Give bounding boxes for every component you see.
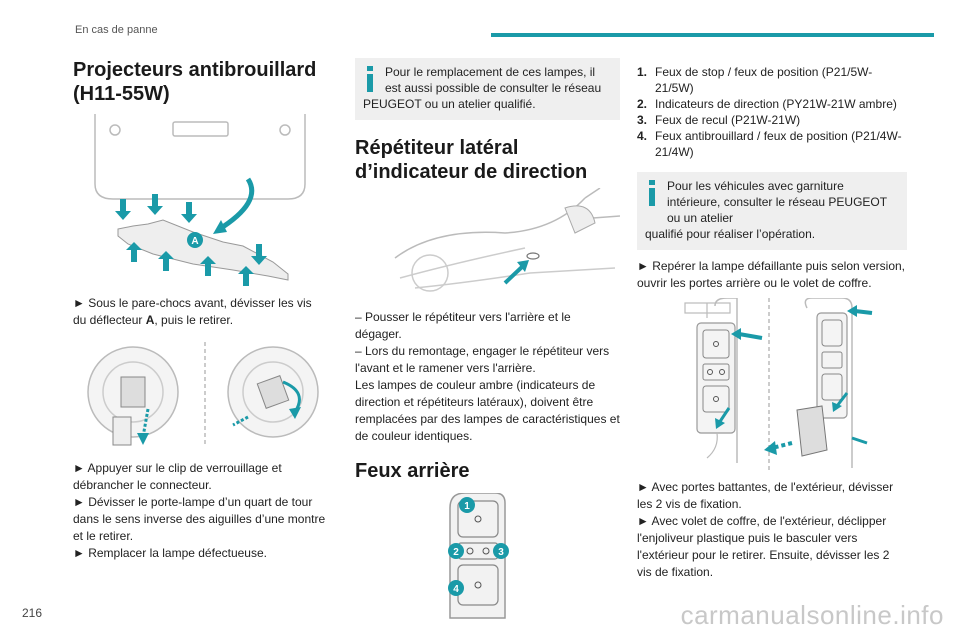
paragraph-unscrew-holder: ► Dévisser le porte-lampe d’un quart de … (73, 495, 326, 543)
fog-lamp-deflector-illustration: A (94, 114, 306, 286)
paragraph-refit-repeater: – Lors du remontage, engager le répétite… (355, 344, 610, 375)
paragraph-disconnect: ► Appuyer sur le clip de verrouillage et… (73, 461, 282, 492)
info-note-text-2: PEUGEOT ou un atelier qualifié. (363, 97, 536, 111)
info-note-text-2: qualifié pour réaliser l’opération. (645, 227, 816, 241)
info-icon (367, 66, 373, 92)
column-1: Projecteurs antibrouillard (H11-55W) A ►… (73, 58, 328, 562)
info-note-network: Pour le remplacement de ces lampes, il e… (355, 58, 620, 120)
page-number: 216 (22, 606, 43, 620)
paragraph-push-repeater: – Pousser le répétiteur vers l'arrière e… (355, 310, 571, 341)
info-note-interior-trim: Pour les véhicules avec garniture intéri… (637, 172, 907, 250)
paragraph-tailgate: ► Avec volet de coffre, de l'extérieur, … (637, 514, 890, 579)
rear-lamp-list: 1.Feux de stop / feux de position (P21/5… (637, 64, 907, 160)
svg-text:4: 4 (453, 584, 459, 595)
info-icon (649, 180, 655, 206)
list-item: 4.Feux antibrouillard / feux de position… (637, 129, 902, 159)
rear-lamp-cluster-illustration: 1 2 3 4 (448, 493, 509, 619)
list-item: 3.Feux de recul (P21W-21W) (637, 113, 801, 127)
rear-lamp-badge-1: 1 (459, 497, 475, 513)
svg-text:1: 1 (464, 501, 470, 512)
side-repeater-illustration (394, 188, 620, 292)
info-note-text-1: Pour les véhicules avec garniture intéri… (667, 179, 887, 225)
deflector-label-a: A (191, 236, 198, 247)
rear-lamp-badge-4: 4 (448, 580, 464, 596)
heading-rear-lamps: Feux arrière (355, 460, 470, 482)
fog-lamp-connector-illustration (87, 342, 319, 447)
header-accent-bar (491, 33, 934, 37)
header-title: En cas de panne (75, 24, 158, 36)
paragraph-locate-lamp: ► Repérer la lampe défaillante puis selo… (637, 259, 906, 290)
watermark-logo: carmanualsonline.info (680, 600, 944, 630)
heading-side-repeater: Répétiteur latéral d’indicateur de direc… (355, 137, 588, 183)
paragraph-amber-lamps: Les lampes de couleur ambre (indicateurs… (355, 378, 620, 443)
svg-text:2: 2 (453, 547, 459, 558)
list-item: 2.Indicateurs de direction (PY21W-21W am… (637, 97, 897, 111)
rear-lamp-badge-3: 3 (493, 543, 509, 559)
paragraph-swing-doors: ► Avec portes battantes, de l'extérieur,… (637, 480, 894, 511)
svg-text:3: 3 (498, 547, 504, 558)
heading-fog-lamps: Projecteurs antibrouillard (H11-55W) (73, 59, 317, 105)
rear-door-tailgate-illustration (684, 298, 873, 473)
column-3: 1.Feux de stop / feux de position (P21/5… (637, 64, 907, 581)
info-note-text-1: Pour le remplacement de ces lampes, il e… (385, 65, 602, 95)
paragraph-replace-lamp: ► Remplacer la lampe défectueuse. (73, 546, 267, 560)
paragraph-unscrew-deflector: ► Sous le pare-chocs avant, dévisser les… (73, 296, 312, 327)
rear-lamp-badge-2: 2 (448, 543, 464, 559)
list-item: 1.Feux de stop / feux de position (P21/5… (637, 65, 873, 95)
column-2: Pour le remplacement de ces lampes, il e… (355, 58, 620, 629)
